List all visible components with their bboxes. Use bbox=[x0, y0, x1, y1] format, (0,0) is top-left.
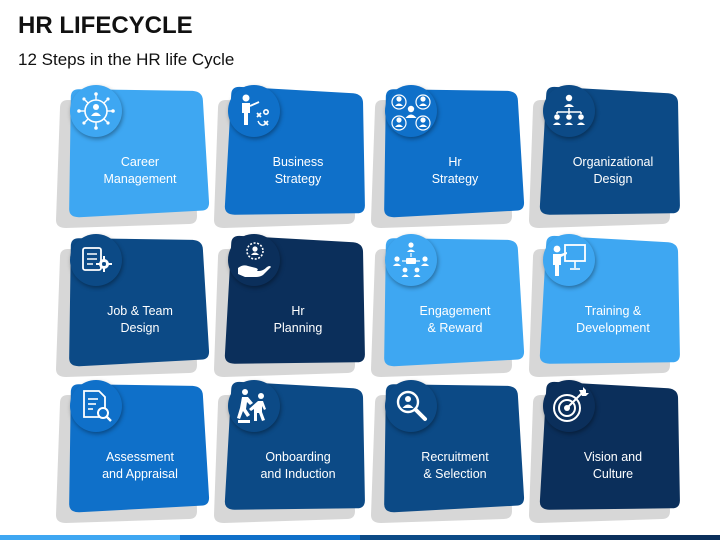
step-label: Business Strategy bbox=[232, 154, 364, 188]
helping-climb-icon bbox=[237, 389, 266, 423]
step-label: Hr Strategy bbox=[389, 154, 521, 188]
step-label-line1: Hr bbox=[448, 155, 462, 169]
step-label-line2: Design bbox=[120, 321, 160, 335]
people-grid-icon bbox=[391, 94, 431, 131]
step-label: Assessment and Appraisal bbox=[74, 449, 206, 483]
magnify-person-icon bbox=[396, 390, 427, 421]
step-badge bbox=[70, 380, 122, 432]
step-badge bbox=[70, 85, 122, 137]
step-badge bbox=[385, 234, 437, 286]
step-label-line2: Strategy bbox=[274, 172, 322, 186]
step-badge bbox=[385, 85, 437, 137]
step-label: Recruitment & Selection bbox=[389, 449, 521, 483]
step-label-line1: Recruitment bbox=[421, 450, 489, 464]
step-badge bbox=[543, 234, 595, 286]
step-label-line1: Training & bbox=[584, 304, 642, 318]
step-label: Vision and Culture bbox=[547, 449, 679, 483]
step-label-line1: Onboarding bbox=[265, 450, 331, 464]
step-badge bbox=[228, 234, 280, 286]
step-label-line1: Organizational bbox=[572, 155, 654, 169]
step-label-line2: Strategy bbox=[431, 172, 479, 186]
step-label-line1: Engagement bbox=[419, 304, 491, 318]
step-card: Onboarding and Induction bbox=[214, 380, 370, 523]
job-design-icon bbox=[82, 247, 112, 272]
target-icon bbox=[553, 387, 589, 422]
step-label: Career Management bbox=[74, 154, 206, 188]
document-search-icon bbox=[83, 390, 112, 422]
step-badge bbox=[70, 234, 122, 286]
org-chart-icon bbox=[553, 94, 585, 125]
step-label: Job & Team Design bbox=[74, 303, 206, 337]
step-label: Onboarding and Induction bbox=[232, 449, 364, 483]
step-card: Recruitment & Selection bbox=[371, 380, 527, 523]
step-badge bbox=[543, 85, 595, 137]
step-label-line2: Management bbox=[103, 172, 177, 186]
step-label-line1: Job & Team bbox=[107, 304, 173, 318]
step-label: Hr Planning bbox=[232, 303, 364, 337]
step-card: Business Strategy bbox=[214, 85, 370, 228]
presentation-icon bbox=[553, 244, 586, 276]
step-label-line2: & Selection bbox=[423, 467, 487, 481]
step-card: Assessment and Appraisal bbox=[56, 380, 212, 523]
step-label-line2: Development bbox=[576, 321, 650, 335]
step-card: Career Management bbox=[56, 85, 212, 228]
page-title: HR LIFECYCLE bbox=[18, 12, 193, 39]
step-badge bbox=[228, 85, 280, 137]
team-meeting-icon bbox=[393, 242, 429, 277]
page-subtitle: 12 Steps in the HR life Cycle bbox=[18, 50, 235, 69]
step-badge bbox=[385, 380, 437, 432]
step-label-line1: Business bbox=[272, 155, 324, 169]
step-label-line2: & Reward bbox=[427, 321, 483, 335]
step-card: Organizational Design bbox=[529, 85, 685, 228]
step-label-line2: Planning bbox=[273, 321, 323, 335]
bottom-color-bar bbox=[0, 535, 720, 540]
step-label-line2: and Induction bbox=[260, 467, 336, 481]
step-card: Hr Strategy bbox=[371, 85, 527, 228]
step-card: Vision and Culture bbox=[529, 380, 685, 523]
step-card: Training & Development bbox=[529, 234, 685, 377]
step-label: Training & Development bbox=[547, 303, 679, 337]
step-card: Hr Planning bbox=[214, 234, 370, 377]
strategy-board-icon bbox=[242, 94, 269, 126]
step-card: Engagement & Reward bbox=[371, 234, 527, 377]
step-label-line2: Culture bbox=[592, 467, 634, 481]
step-label-line1: Vision and bbox=[583, 450, 643, 464]
network-person-icon bbox=[77, 92, 115, 130]
step-label: Organizational Design bbox=[547, 154, 679, 188]
step-label-line1: Assessment bbox=[105, 450, 175, 464]
step-badge bbox=[228, 380, 280, 432]
step-label-line1: Hr bbox=[291, 304, 305, 318]
step-label-line2: Design bbox=[593, 172, 633, 186]
hand-person-icon bbox=[238, 242, 271, 277]
step-label: Engagement & Reward bbox=[389, 303, 521, 337]
step-badge bbox=[543, 380, 595, 432]
step-label-line1: Career bbox=[120, 155, 160, 169]
step-label-line2: and Appraisal bbox=[102, 467, 178, 481]
step-card: Job & Team Design bbox=[56, 234, 212, 377]
